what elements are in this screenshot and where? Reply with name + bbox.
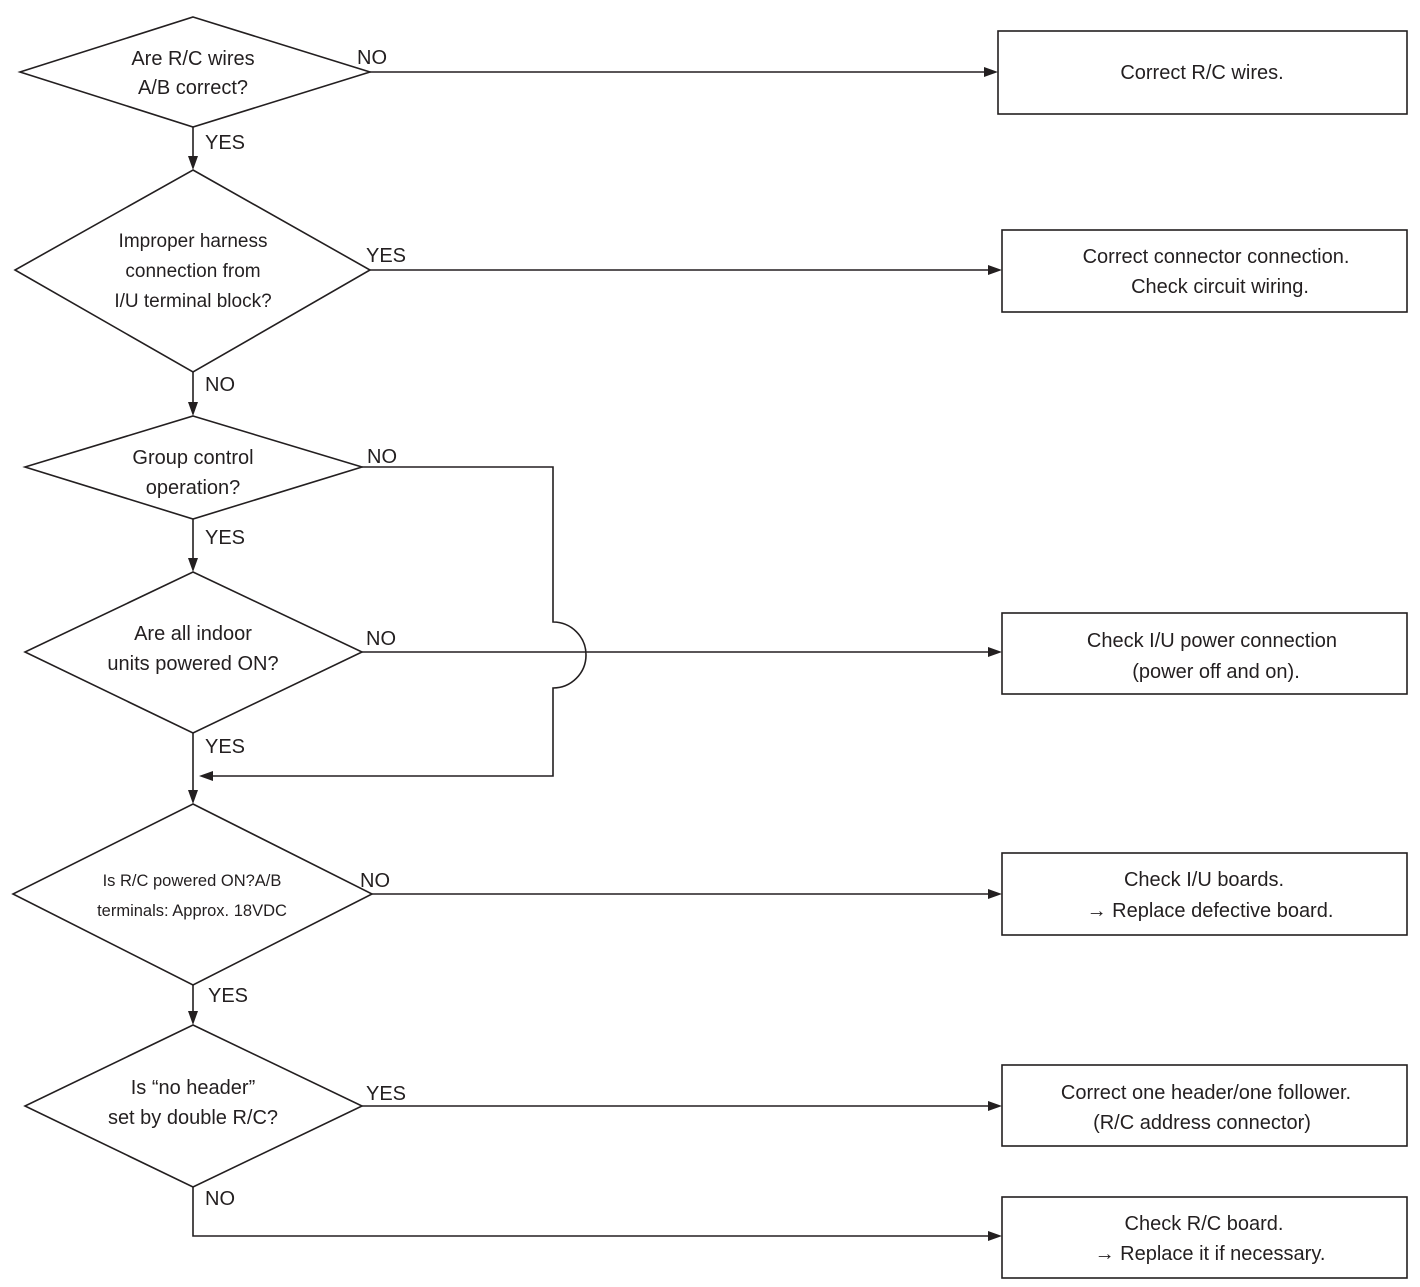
connector-d4-to-d5 <box>188 733 198 804</box>
edge-label-d1-yes: YES <box>205 132 245 154</box>
decision-no-header: Is “no header” set by double R/C? <box>23 1024 364 1188</box>
decision-improper-harness: Improper harness connection from I/U ter… <box>13 169 372 373</box>
decision-rc-powered-line-2: terminals: Approx. 18VDC <box>97 902 287 920</box>
decision-indoor-units-powered: Are all indoor units powered ON? <box>23 571 364 734</box>
edge-label-d2-no: NO <box>205 374 235 396</box>
edge-label-d3-no: NO <box>367 446 397 468</box>
connector-d6-to-rc-board-action <box>192 1187 1002 1241</box>
edge-label-d5-no: NO <box>360 870 390 892</box>
action-correct-header-line-1: Correct one header/one follower. <box>1061 1082 1351 1104</box>
edge-label-d4-yes: YES <box>205 736 245 758</box>
decision-rc-powered: Is R/C powered ON?A/B terminals: Approx.… <box>11 803 374 986</box>
decision-rc-wires-line-2: A/B correct? <box>138 77 248 99</box>
edge-label-d6-yes: YES <box>366 1083 406 1105</box>
connector-d4-to-power-action <box>362 647 1002 657</box>
decision-rc-wires-correct: Are R/C wires A/B correct? <box>17 16 373 128</box>
action-check-iu-power: Check I/U power connection (power off an… <box>1001 612 1408 695</box>
action-correct-connector-line-1: Correct connector connection. <box>1083 246 1350 268</box>
decision-group-control: Group control operation? <box>22 415 365 520</box>
connector-d6-to-header-action <box>362 1101 1002 1111</box>
action-correct-header: Correct one header/one follower. (R/C ad… <box>1001 1064 1408 1147</box>
action-correct-rc-wires-line-1: Correct R/C wires. <box>1120 62 1283 84</box>
decision-harness-line-3: I/U terminal block? <box>114 291 271 312</box>
edge-label-d2-yes: YES <box>366 245 406 267</box>
decision-rc-wires-line-1: Are R/C wires <box>131 48 254 70</box>
decision-rc-powered-line-1: Is R/C powered ON?A/B <box>103 872 282 890</box>
connector-d1-to-d2 <box>188 127 198 170</box>
decision-harness-line-1: Improper harness <box>119 231 268 252</box>
action-correct-connector: Correct connector connection. Check circ… <box>1001 229 1408 313</box>
connector-d5-to-d6 <box>188 985 198 1025</box>
edge-label-d6-no: NO <box>205 1188 235 1210</box>
connector-d1-to-correct-wires <box>370 67 998 77</box>
edge-label-d4-no: NO <box>366 628 396 650</box>
action-check-rc-board-line-2: → Replace it if necessary. <box>1095 1243 1326 1265</box>
decision-no-header-line-1: Is “no header” <box>131 1077 256 1099</box>
connector-d2-to-connector-action <box>370 265 1002 275</box>
action-check-iu-power-line-1: Check I/U power connection <box>1087 630 1337 652</box>
connector-d3-bypass-to-d5 <box>199 466 587 781</box>
decision-no-header-line-2: set by double R/C? <box>108 1107 278 1129</box>
action-correct-rc-wires: Correct R/C wires. <box>997 30 1408 115</box>
action-check-iu-power-line-2: (power off and on). <box>1132 661 1300 683</box>
action-correct-connector-line-2: Check circuit wiring. <box>1131 276 1309 298</box>
connector-d5-to-boards-action <box>372 889 1002 899</box>
decision-group-control-line-2: operation? <box>146 477 241 499</box>
action-check-iu-boards-line-2: → Replace defective board. <box>1087 900 1334 922</box>
action-correct-header-line-2: (R/C address connector) <box>1093 1112 1311 1134</box>
action-check-rc-board-line-1: Check R/C board. <box>1125 1213 1284 1235</box>
action-check-iu-boards: Check I/U boards. → Replace defective bo… <box>1001 852 1408 936</box>
decision-indoor-units-line-2: units powered ON? <box>107 653 278 675</box>
edge-label-d3-yes: YES <box>205 527 245 549</box>
edge-label-d5-yes: YES <box>208 985 248 1007</box>
connector-d2-to-d3 <box>188 372 198 416</box>
edge-label-d1-no: NO <box>357 47 387 69</box>
decision-group-control-line-1: Group control <box>132 447 253 469</box>
action-check-rc-board: Check R/C board. → Replace it if necessa… <box>1001 1196 1408 1279</box>
connector-d3-to-d4 <box>188 519 198 572</box>
decision-harness-line-2: connection from <box>125 261 260 282</box>
action-check-iu-boards-line-1: Check I/U boards. <box>1124 869 1284 891</box>
decision-indoor-units-line-1: Are all indoor <box>134 623 252 645</box>
